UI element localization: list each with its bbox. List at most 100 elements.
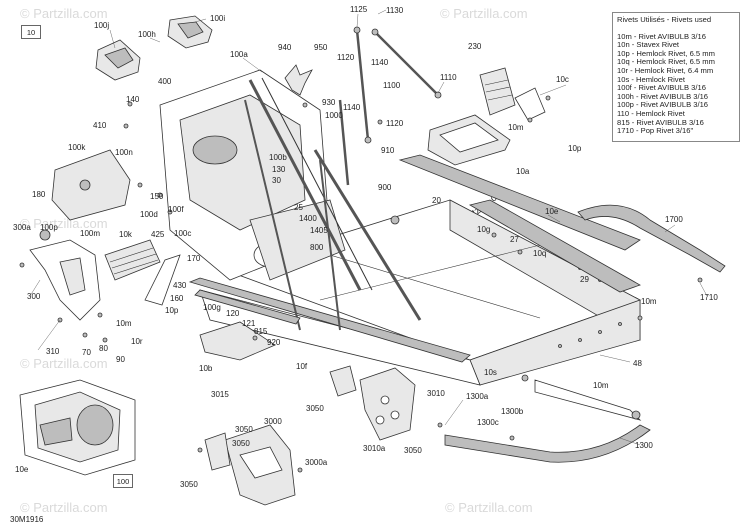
legend-row: 10s - Hemlock Rivet	[617, 74, 685, 84]
callout-10m-d: 10m	[593, 381, 609, 390]
front-frame-inner	[179, 94, 306, 231]
callout-425: 425	[151, 230, 165, 239]
hardware	[19, 95, 703, 473]
watermark-7: © Partzilla.com	[445, 500, 533, 515]
callout-1140-a: 1140	[371, 58, 389, 67]
rail-1300	[444, 379, 651, 463]
running-board-10f	[188, 277, 471, 363]
callout-10g: 10g	[477, 225, 490, 234]
callout-920: 920	[267, 338, 281, 347]
callout-815: 815	[254, 327, 268, 336]
callout-100m: 100m	[80, 229, 100, 238]
legend-row: 10n - Stavex Rivet	[617, 40, 680, 50]
callout-910: 910	[381, 146, 395, 155]
bracket-3000	[224, 424, 296, 506]
callout-10k: 10k	[119, 230, 133, 239]
watermark-4: © Partzilla.com	[20, 356, 108, 371]
callout-800: 800	[310, 243, 324, 252]
callout-930: 930	[322, 98, 336, 107]
callout-1125: 1125	[350, 5, 368, 14]
callout-1130: 1130	[386, 6, 404, 15]
callouts: 100j 100i 100h 1125 1130 400 100a 940 95…	[13, 5, 718, 489]
legend-row: 10r - Hemlock Rivet, 6.4 mm	[617, 65, 714, 75]
callout-121: 121	[242, 319, 256, 328]
bumper-1700	[577, 204, 726, 273]
callout-1710: 1710	[700, 293, 718, 302]
callout-100g: 100g	[203, 303, 221, 312]
callout-410: 410	[93, 121, 107, 130]
document-code: 30M1916	[10, 515, 44, 524]
callout-48: 48	[633, 359, 642, 368]
callout-100j: 100j	[94, 21, 109, 30]
grommet	[39, 229, 51, 241]
legend-row: 100h - Rivet AVIBULB 3/16	[617, 91, 709, 101]
callout-1700: 1700	[665, 215, 683, 224]
bracket-3010	[359, 367, 416, 441]
rod-1140	[338, 99, 350, 186]
steering-rods	[338, 26, 442, 186]
callout-1405: 1405	[310, 226, 328, 235]
callout-70: 70	[82, 348, 91, 357]
callout-950: 950	[314, 43, 328, 52]
callout-29: 29	[580, 275, 589, 284]
watermark-2: © Partzilla.com	[440, 6, 528, 21]
callout-10r: 10r	[131, 337, 143, 346]
side-panel-100k	[51, 149, 131, 221]
callout-140: 140	[126, 95, 140, 104]
legend-title: Rivets Utilisés - Rivets used	[617, 15, 712, 24]
plate-1000	[427, 114, 511, 166]
callout-1000: 1000	[325, 111, 343, 120]
inset-chassis	[19, 379, 136, 476]
legend-row: 1710 - Pop Rivet 3/16"	[617, 126, 694, 136]
callout-1300c: 1300c	[477, 418, 499, 427]
running-board-10e	[468, 199, 641, 293]
callout-10e: 10e	[545, 207, 559, 216]
leader-lines	[29, 9, 708, 446]
callout-100d: 100d	[140, 210, 158, 219]
callout-170: 170	[187, 254, 201, 263]
frame-opening-1	[192, 135, 238, 165]
callout-3050-a: 3050	[306, 404, 324, 413]
front-frame	[159, 69, 422, 331]
callout-160: 160	[170, 294, 184, 303]
bracket-940	[284, 64, 313, 96]
callout-1120-b: 1120	[386, 119, 404, 128]
callout-10p-a: 10p	[568, 144, 582, 153]
callout-10a: 10a	[516, 167, 530, 176]
bracket-3050-lower	[204, 432, 231, 471]
callout-300: 300	[27, 292, 41, 301]
callout-3050-d: 3050	[404, 446, 422, 455]
callout-1140-b: 1140	[343, 103, 361, 112]
callout-1110: 1110	[440, 73, 457, 82]
legend-row: 815 - Rivet AVIBULB 3/16	[617, 117, 704, 127]
callout-3050-e: 3050	[180, 480, 198, 489]
callout-100f: 100f	[168, 205, 184, 214]
legend-row: 110 - Hemlock Rivet	[617, 108, 685, 118]
watermark-3: © Partzilla.com	[20, 216, 108, 231]
watermark-1: © Partzilla.com	[20, 6, 108, 21]
grille-10k	[104, 239, 161, 281]
tunnel-crease	[299, 245, 541, 319]
callout-10e-inset: 10e	[15, 465, 29, 474]
watermark-6: © Partzilla.com	[20, 500, 108, 515]
callout-3015: 3015	[211, 390, 229, 399]
callout-10q: 10q	[533, 249, 546, 258]
callout-10m-c: 10m	[641, 297, 657, 306]
rail-100g	[194, 289, 301, 325]
callout-100a: 100a	[230, 50, 248, 59]
callout-310: 310	[46, 347, 60, 356]
callout-100h: 100h	[138, 30, 156, 39]
callout-3010a: 3010a	[363, 444, 386, 453]
callout-10s: 10s	[484, 368, 497, 377]
callout-100p: 100p	[40, 223, 58, 232]
legend-row: 10p - Hemlock Rivet, 6.5 mm	[617, 48, 715, 58]
legend-row: 100f - Rivet AVIBULB 3/16	[617, 83, 706, 93]
running-boards	[188, 154, 641, 363]
callout-25: 25	[294, 203, 303, 212]
plate-920	[199, 321, 276, 361]
callout-940: 940	[278, 43, 292, 52]
callout-10c: 10c	[556, 75, 569, 84]
callout-430: 430	[173, 281, 187, 290]
rod-1100	[374, 31, 439, 96]
